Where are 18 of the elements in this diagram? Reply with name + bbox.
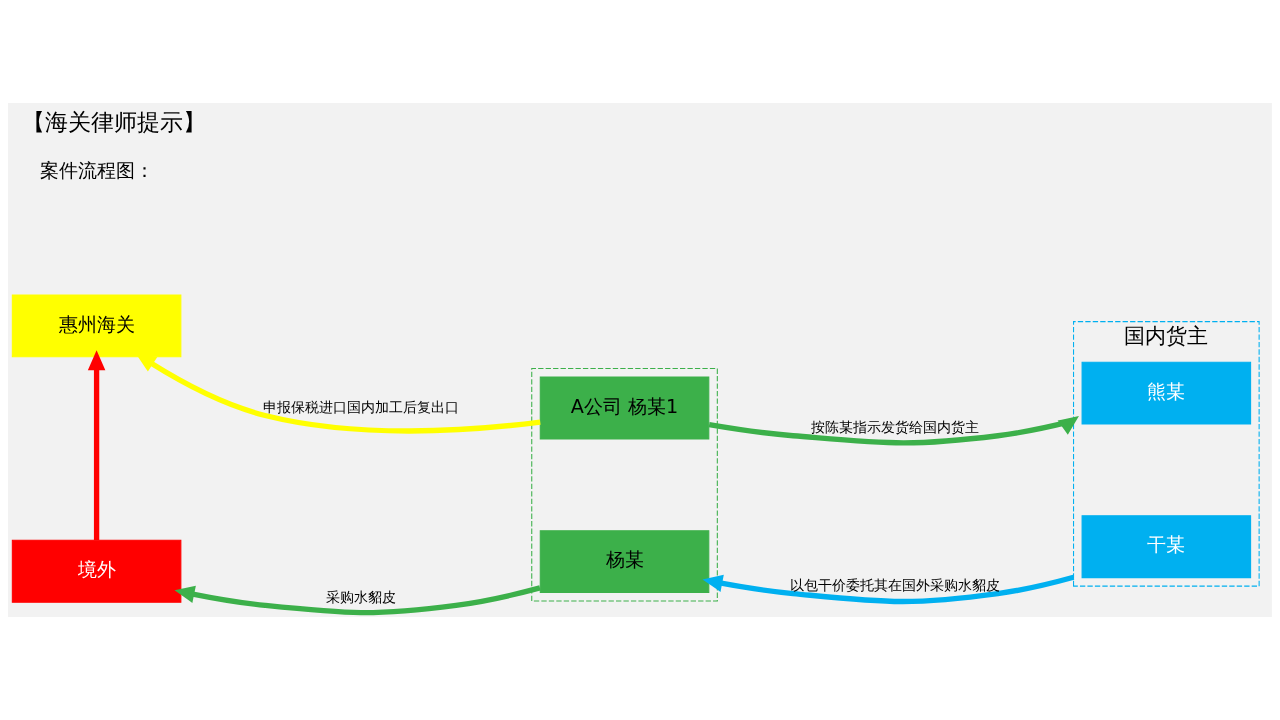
edge-label: 按陈某指示发货给国内货主	[811, 418, 980, 435]
arrow	[135, 353, 541, 434]
edge-label: 以包干价委托其在国外采购水貂皮	[790, 576, 1001, 593]
edge-label: 申报保税进口国内加工后复出口	[262, 398, 459, 415]
node-box: 熊某	[1081, 361, 1252, 425]
node-box: 惠州海关	[11, 294, 182, 358]
cluster	[531, 368, 718, 602]
arrow	[174, 585, 541, 616]
node-box: A公司 杨某1	[539, 376, 710, 440]
node-box: 杨某	[539, 530, 710, 594]
diagram-title: 【海关律师提示】	[22, 108, 207, 137]
arrow	[702, 574, 1075, 605]
node-box: 境外	[11, 539, 182, 603]
arrow	[708, 415, 1079, 446]
arrow	[87, 350, 106, 541]
label: 案件流程图：	[39, 159, 154, 183]
node-box: 干某	[1081, 515, 1252, 579]
edge-label: 采购水貂皮	[325, 588, 396, 605]
